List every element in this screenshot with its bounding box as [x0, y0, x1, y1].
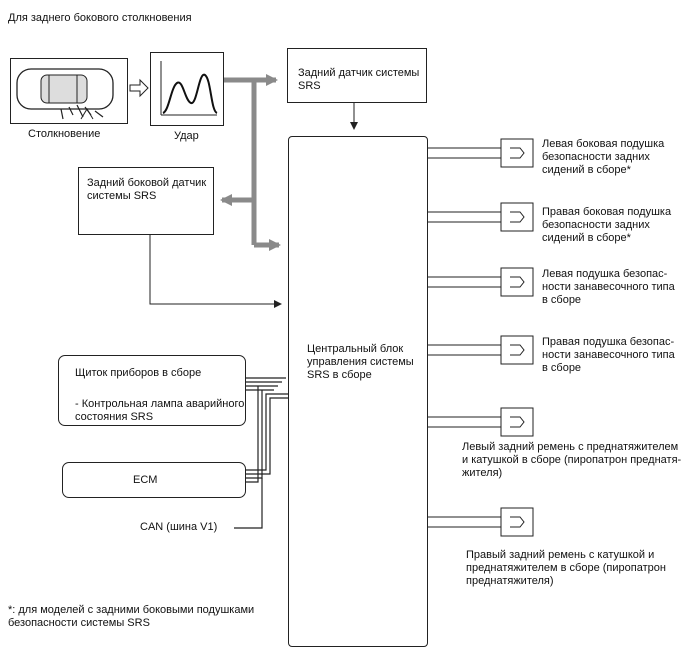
squib-symbols: [500, 138, 534, 537]
collision-caption: Столкновение: [28, 128, 101, 140]
rear-side-sensor-box: Задний боковой датчик системы SRS: [78, 167, 214, 235]
side-sensor-to-central-line: [149, 235, 282, 308]
shock-waveform-icon: [160, 61, 218, 116]
diagram-title: Для заднего бокового столкновения: [8, 12, 192, 24]
srs-central-unit-label: Центральный блок управления системы SRS …: [307, 343, 414, 381]
car-top-view-icon: [16, 68, 114, 120]
srs-central-unit: Центральный блок управления системы SRS …: [288, 136, 428, 647]
can-bus-label: CAN (шина V1): [140, 521, 218, 533]
combination-meter-title: Щиток приборов в сборе: [75, 367, 202, 379]
output-lines: [428, 147, 501, 528]
output-label-right-seatbelt: Правый задний ремень с катушкой и предна…: [466, 549, 666, 587]
can-bus-lines: [234, 377, 288, 529]
collision-image: [10, 58, 128, 124]
output-label-left-seatbelt: Левый задний ремень с преднатяжителем и …: [462, 441, 682, 479]
shock-caption: Удар: [174, 130, 199, 142]
rear-srs-sensor-label: Задний датчик системы SRS: [298, 67, 420, 92]
rear-side-sensor-label: Задний боковой датчик системы SRS: [87, 177, 207, 202]
footnote: *: для моделей с задними боковыми подушк…: [8, 604, 255, 629]
rear-srs-sensor-box: Задний датчик системы SRS: [287, 48, 427, 103]
combination-meter-box: Щиток приборов в сборе - Контрольная лам…: [58, 355, 246, 426]
output-label-right-seat-airbag: Правая боковая подушка безопасности задн…: [542, 206, 672, 244]
impact-to-shock-arrow: [129, 78, 149, 98]
output-label-left-curtain-airbag: Левая подушка безопас-ности занавесочног…: [542, 268, 675, 306]
srs-warning-lamp-label: - Контрольная лампа аварийного состояния…: [75, 398, 245, 423]
ecm-box: ECM: [62, 462, 246, 498]
output-label-right-curtain-airbag: Правая подушка безопас-ности занавесочно…: [542, 336, 675, 374]
shock-distribution-arrows: [220, 74, 281, 251]
shock-graph: [150, 52, 224, 126]
output-label-left-seat-airbag: Левая боковая подушка безопасности задни…: [542, 138, 665, 176]
ecm-label: ECM: [133, 474, 158, 486]
